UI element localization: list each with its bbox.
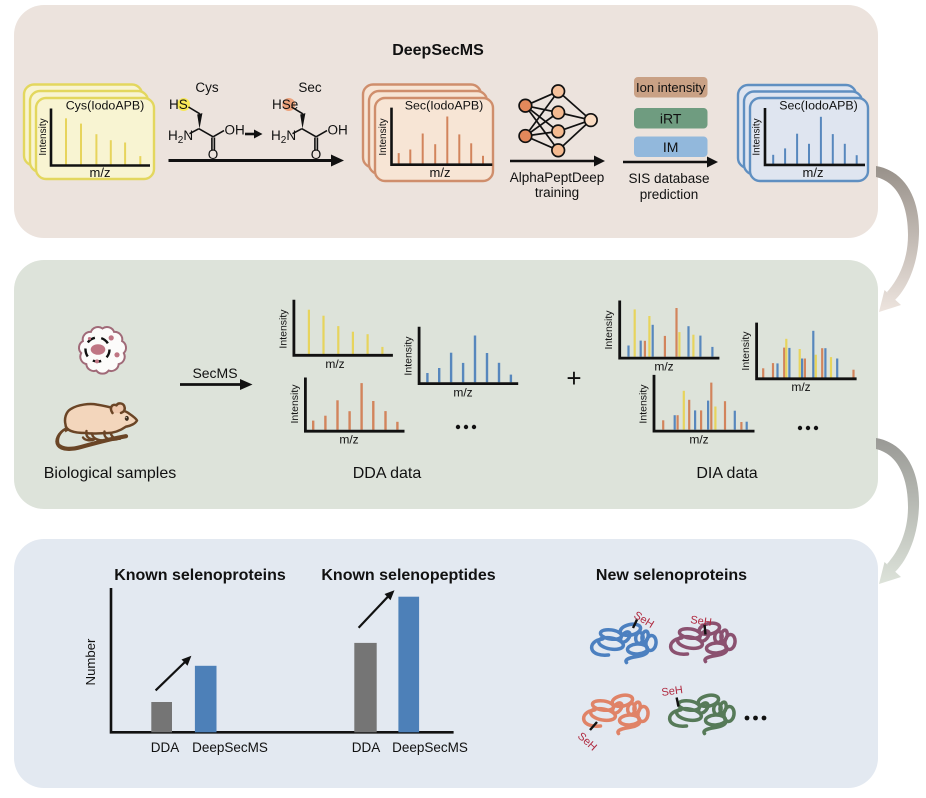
svg-text:Biological samples: Biological samples bbox=[44, 465, 177, 482]
svg-text:Intensity: Intensity bbox=[403, 336, 415, 376]
svg-text:DDA: DDA bbox=[352, 740, 381, 755]
svg-text:DeepSecMS: DeepSecMS bbox=[392, 42, 484, 59]
svg-text:H2N: H2N bbox=[271, 128, 296, 146]
svg-text:AlphaPeptDeep: AlphaPeptDeep bbox=[510, 170, 605, 185]
svg-text:Intensity: Intensity bbox=[603, 310, 615, 350]
svg-text:Sec(IodoAPB): Sec(IodoAPB) bbox=[779, 99, 858, 113]
svg-text:SIS database: SIS database bbox=[628, 171, 709, 186]
svg-text:Intensity: Intensity bbox=[278, 309, 290, 349]
svg-text:Known selenoproteins: Known selenoproteins bbox=[114, 567, 286, 584]
svg-text:+: + bbox=[566, 363, 581, 393]
svg-text:m/z: m/z bbox=[689, 433, 708, 447]
svg-text:IM: IM bbox=[663, 139, 679, 155]
svg-text:Cys: Cys bbox=[195, 80, 218, 95]
svg-text:SecMS: SecMS bbox=[192, 365, 237, 381]
svg-text:DIA data: DIA data bbox=[696, 465, 757, 482]
svg-text:DeepSecMS: DeepSecMS bbox=[392, 740, 468, 755]
svg-text:Known selenopeptides: Known selenopeptides bbox=[321, 567, 495, 584]
svg-text:HSe: HSe bbox=[272, 97, 298, 112]
svg-text:Sec(IodoAPB): Sec(IodoAPB) bbox=[405, 99, 484, 113]
svg-text:Sec: Sec bbox=[298, 80, 322, 95]
svg-text:SeH: SeH bbox=[661, 684, 684, 699]
svg-text:m/z: m/z bbox=[339, 433, 358, 447]
svg-text:H2N: H2N bbox=[168, 128, 193, 146]
svg-text:HS: HS bbox=[169, 97, 188, 112]
svg-text:O: O bbox=[208, 147, 219, 162]
svg-text:Cys(IodoAPB): Cys(IodoAPB) bbox=[66, 99, 145, 113]
svg-text:m/z: m/z bbox=[803, 165, 824, 180]
svg-text:OH: OH bbox=[328, 123, 348, 138]
svg-text:training: training bbox=[535, 185, 579, 200]
svg-text:m/z: m/z bbox=[430, 165, 451, 180]
svg-text:Intensity: Intensity bbox=[740, 331, 752, 371]
svg-text:DDA: DDA bbox=[151, 740, 180, 755]
svg-text:Intensity: Intensity bbox=[378, 118, 389, 155]
svg-text:Number: Number bbox=[83, 638, 98, 686]
svg-text:iRT: iRT bbox=[660, 111, 682, 127]
svg-text:Intensity: Intensity bbox=[289, 384, 301, 424]
svg-text:Intensity: Intensity bbox=[638, 384, 650, 424]
svg-text:SeH: SeH bbox=[690, 614, 713, 629]
svg-text:m/z: m/z bbox=[791, 380, 810, 394]
svg-text:O: O bbox=[311, 147, 322, 162]
svg-text:m/z: m/z bbox=[654, 360, 673, 374]
svg-text:DDA data: DDA data bbox=[353, 465, 422, 482]
svg-text:DeepSecMS: DeepSecMS bbox=[192, 740, 268, 755]
svg-text:m/z: m/z bbox=[90, 165, 111, 180]
svg-text:Intensity: Intensity bbox=[38, 118, 49, 155]
svg-text:Ion intensity: Ion intensity bbox=[636, 80, 706, 95]
svg-text:New selenoproteins: New selenoproteins bbox=[596, 567, 747, 584]
svg-text:OH: OH bbox=[225, 123, 245, 138]
svg-text:Intensity: Intensity bbox=[752, 118, 763, 155]
svg-text:m/z: m/z bbox=[453, 386, 472, 400]
svg-text:m/z: m/z bbox=[325, 357, 344, 371]
svg-text:prediction: prediction bbox=[640, 187, 699, 202]
